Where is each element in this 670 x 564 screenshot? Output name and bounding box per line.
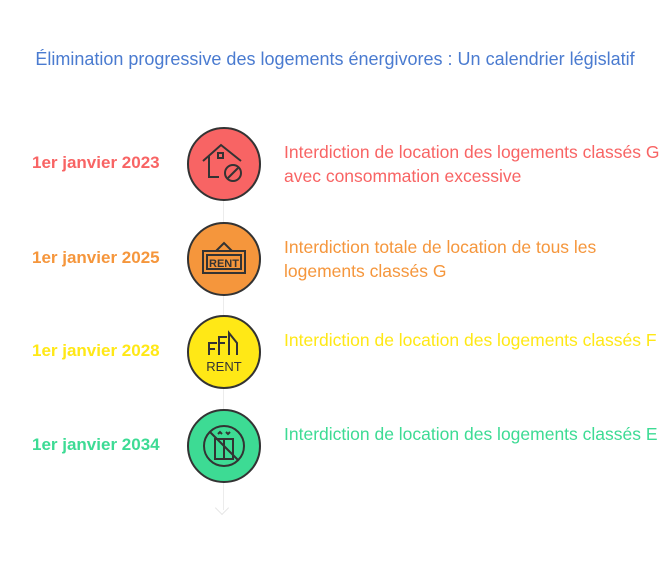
- step-date: 1er janvier 2028: [32, 341, 160, 360]
- timeline-step: 1er janvier 2034 Interdiction de locatio…: [0, 408, 670, 484]
- step-description: Interdiction de location des logements c…: [284, 142, 660, 186]
- step-date: 1er janvier 2025: [32, 248, 160, 267]
- rent-label: RENT: [206, 359, 241, 374]
- rent-sign-icon: RENT: [187, 222, 261, 296]
- step-date: 1er janvier 2034: [32, 435, 160, 454]
- timeline-step: 1er janvier 2025 RENT Interdiction total…: [0, 221, 670, 297]
- no-elevator-icon: [187, 409, 261, 483]
- timeline-step: 1er janvier 2028 RENT Interdiction de lo…: [0, 314, 670, 390]
- rent-label: RENT: [209, 258, 239, 270]
- timeline-step: 1er janvier 2023 Interdiction de locatio…: [0, 126, 670, 202]
- diagram-title: Élimination progressive des logements én…: [35, 49, 635, 69]
- step-description: Interdiction de location des logements c…: [284, 330, 657, 350]
- step-description: Interdiction de location des logements c…: [284, 424, 658, 444]
- house-forbidden-icon: [187, 127, 261, 201]
- building-rent-icon: RENT: [187, 315, 261, 389]
- step-description: Interdiction totale de location de tous …: [284, 237, 597, 281]
- timeline-arrow-icon: [214, 500, 230, 516]
- step-date: 1er janvier 2023: [32, 153, 160, 172]
